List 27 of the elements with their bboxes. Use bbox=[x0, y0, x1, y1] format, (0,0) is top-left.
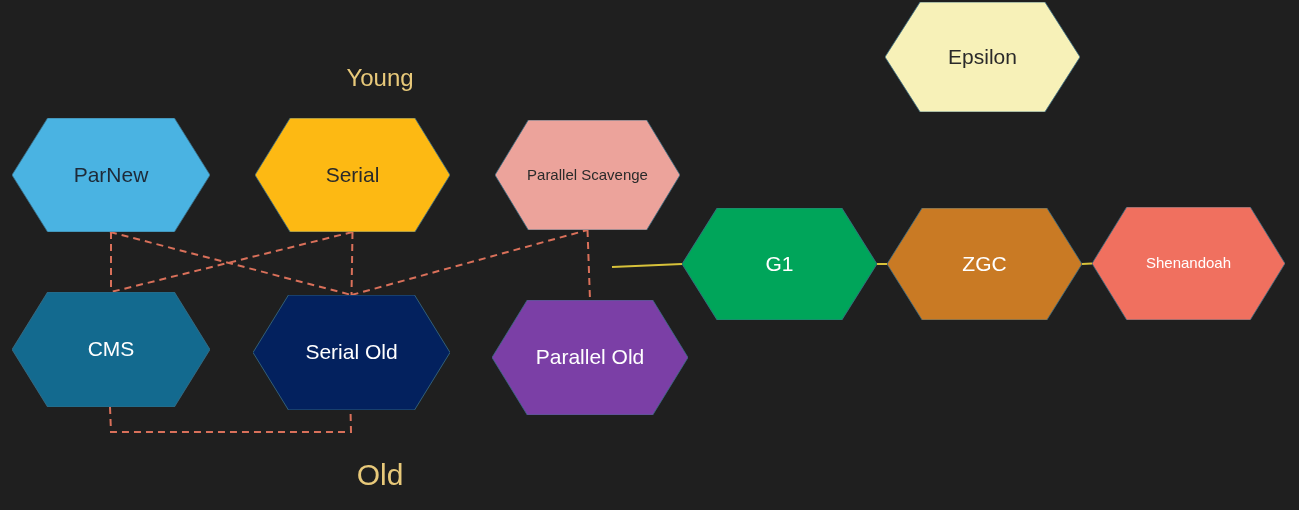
node-label: ParNew bbox=[72, 161, 150, 188]
hexagon-node bbox=[492, 300, 688, 415]
node-label: ZGC bbox=[961, 250, 1008, 277]
hexagon-node bbox=[12, 118, 210, 232]
node-label: Parallel Scavenge bbox=[526, 165, 649, 185]
connector-line bbox=[109, 406, 353, 433]
connector-line bbox=[611, 263, 683, 268]
node-label: Parallel Old bbox=[534, 344, 646, 371]
hexagon-node bbox=[12, 292, 210, 407]
connector-line bbox=[350, 231, 354, 296]
hexagon-node bbox=[887, 208, 1082, 320]
node-label: Epsilon bbox=[947, 43, 1018, 70]
hexagon-node bbox=[682, 208, 877, 320]
node-label: Serial bbox=[324, 161, 381, 188]
hexagon-node bbox=[495, 120, 680, 230]
node-label: Shenandoah bbox=[1144, 254, 1233, 273]
connector-line bbox=[1081, 262, 1093, 265]
connector-line bbox=[876, 263, 888, 265]
node-label: CMS bbox=[86, 336, 136, 363]
hexagon-node bbox=[1092, 207, 1285, 320]
group-label: Old bbox=[355, 457, 405, 493]
hexagon-node bbox=[885, 2, 1080, 112]
node-label: G1 bbox=[764, 250, 795, 277]
group-label: Young bbox=[345, 63, 415, 93]
hexagon-node bbox=[253, 295, 450, 410]
node-label: Serial Old bbox=[304, 339, 399, 366]
hexagon-node bbox=[255, 118, 450, 232]
